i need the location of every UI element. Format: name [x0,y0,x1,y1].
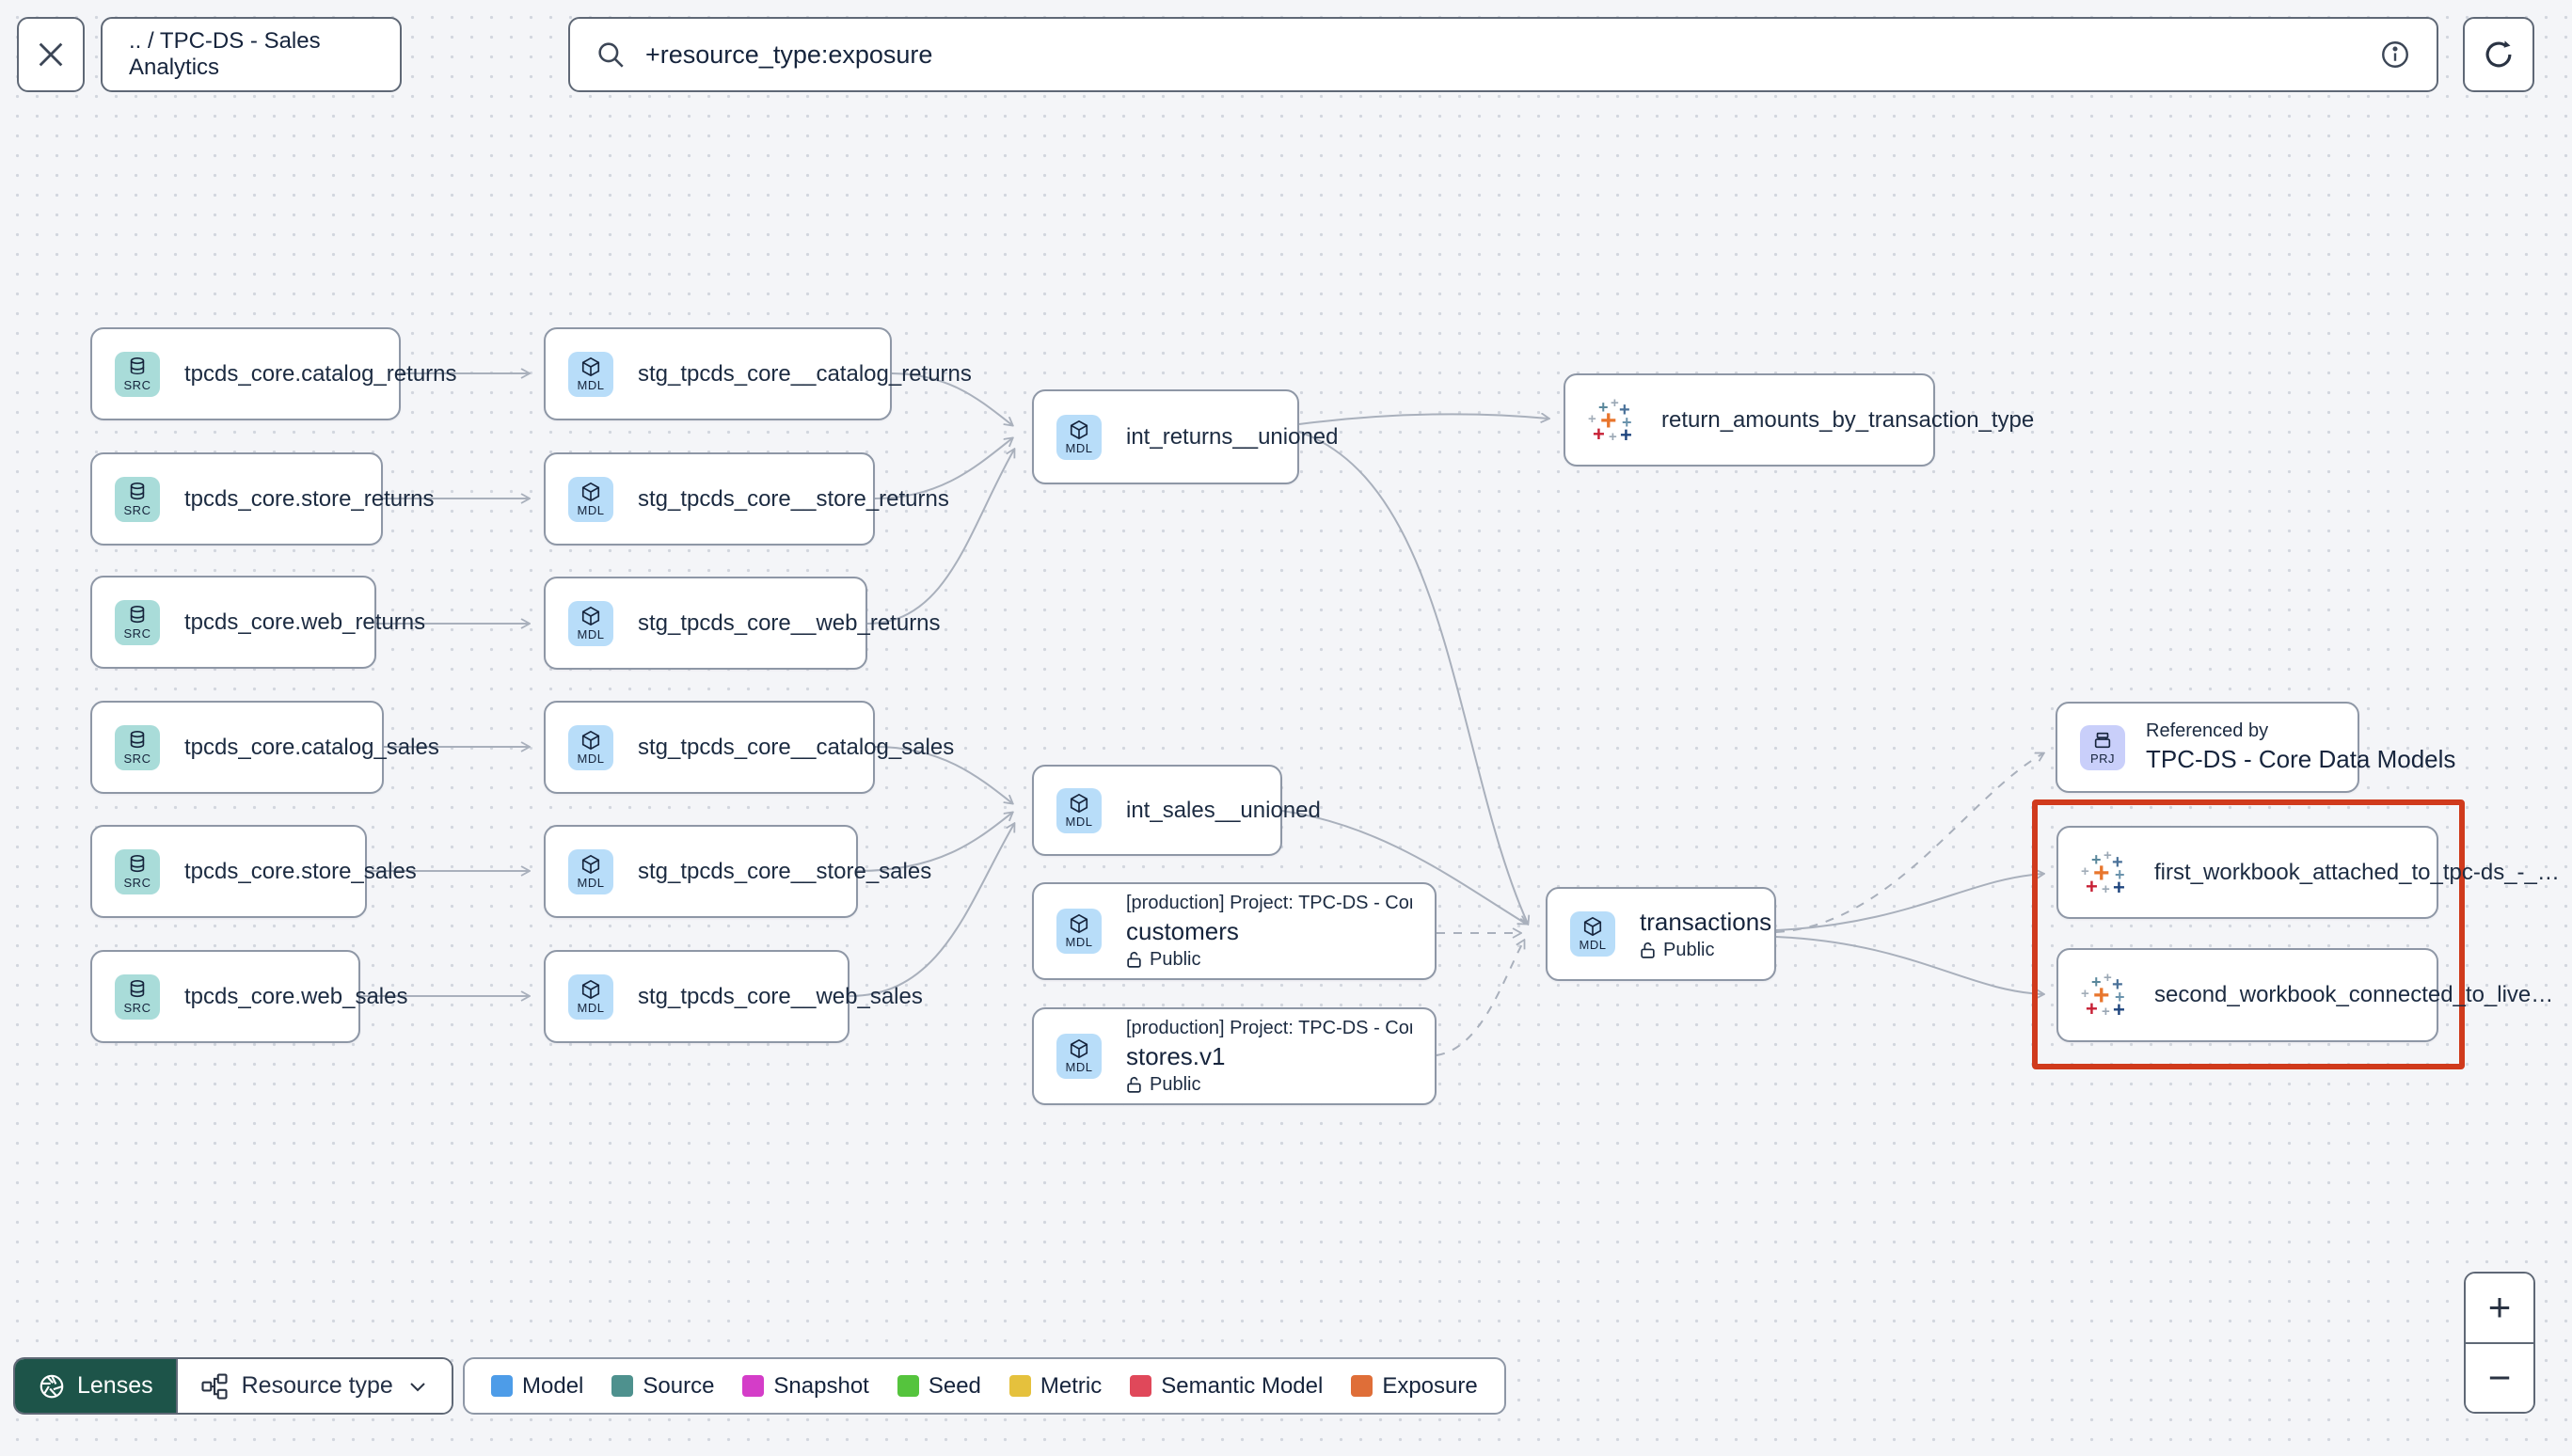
breadcrumb-label: .. / TPC-DS - Sales Analytics [129,28,321,80]
project-line: [production] Project: TPC-DS - Core Data… [1126,892,1412,913]
database-icon: SRC [115,848,160,894]
database-icon: SRC [115,724,160,770]
tableau-icon: + + + + + + + + + [1588,394,1632,447]
node-model-stores-v1[interactable]: MDL [production] Project: TPC-DS - Core … [1032,1007,1437,1105]
search-input[interactable] [643,39,2378,71]
node-exposure-first-workbook[interactable]: + + + + + + + + + first_workbook_attache… [2056,826,2560,919]
node-source-catalog-returns[interactable]: SRC tpcds_core.catalog_returns [90,327,457,420]
exposure-swatch [1351,1375,1373,1397]
node-model-stg-web-sales[interactable]: MDL stg_tpcds_core__web_sales [544,950,923,1043]
zoom-divider [2466,1341,2533,1344]
chevron-down-icon [410,1382,425,1391]
cube-icon: MDL [1056,787,1102,833]
cube-icon: MDL [1056,414,1102,460]
metric-swatch [1008,1375,1031,1397]
close-icon [39,42,63,67]
seed-swatch [897,1375,919,1397]
legend-item-semantic-model: Semantic Model [1130,1373,1323,1400]
database-icon: SRC [115,599,160,645]
database-icon: SRC [115,476,160,522]
model-name: stores.v1 [1126,1041,1226,1070]
node-model-stg-store-returns[interactable]: MDL stg_tpcds_core__store_returns [544,452,949,546]
breadcrumb[interactable]: .. / TPC-DS - Sales Analytics [101,17,402,92]
search-bar[interactable] [568,17,2438,92]
project-icon: PRJ [2080,724,2125,770]
node-source-store-sales[interactable]: SRC tpcds_core.store_sales [90,825,417,918]
database-icon: SRC [115,351,160,397]
search-icon [598,42,624,68]
node-model-stg-web-returns[interactable]: MDL stg_tpcds_core__web_returns [544,577,941,670]
node-model-int-sales-unioned[interactable]: MDL int_sales__unioned [1032,765,1321,856]
cube-icon: MDL [568,848,613,894]
refresh-button[interactable] [2463,17,2534,92]
info-icon[interactable] [2378,38,2412,71]
unlock-icon [1641,942,1655,958]
node-source-web-returns[interactable]: SRC tpcds_core.web_returns [90,576,425,669]
visibility-badge: Public [1640,940,1752,961]
unlock-icon [1127,1076,1141,1093]
legend-item-snapshot: Snapshot [742,1373,869,1400]
node-model-customers[interactable]: MDL [production] Project: TPC-DS - Core … [1032,882,1437,980]
legend-item-metric: Metric [1008,1373,1102,1400]
zoom-controls: + − [2464,1272,2535,1414]
cube-icon: MDL [568,600,613,646]
zoom-out-button[interactable]: − [2466,1343,2533,1412]
legend-item-source: Source [611,1373,714,1400]
lenses-button[interactable]: Lenses [15,1359,176,1413]
node-project-referenced-by[interactable]: PRJ Referenced by TPC-DS - Core Data Mod… [2056,702,2456,793]
model-swatch [491,1375,513,1397]
visibility-badge: Public [1126,1074,1412,1096]
legend-item-model: Model [491,1373,583,1400]
cube-icon: MDL [1056,1034,1102,1079]
node-model-stg-store-sales[interactable]: MDL stg_tpcds_core__store_sales [544,825,931,918]
resource-type-icon [201,1372,228,1400]
project-name: TPC-DS - Core Data Models [2146,745,2456,773]
project-line: [production] Project: TPC-DS - Core Data… [1126,1017,1412,1038]
legend-item-seed: Seed [897,1373,981,1400]
cube-icon: MDL [568,476,613,522]
refresh-icon [2485,40,2512,68]
node-source-store-returns[interactable]: SRC tpcds_core.store_returns [90,452,434,546]
aperture-icon [40,1374,64,1398]
tableau-icon: + + + + + + + + + [2081,970,2125,1021]
unlock-icon [1127,951,1141,968]
legend-item-exposure: Exposure [1351,1373,1478,1400]
cube-icon: MDL [568,973,613,1020]
legend: Model Source Snapshot Seed Metric Semant… [463,1357,1506,1415]
node-source-web-sales[interactable]: SRC tpcds_core.web_sales [90,950,407,1043]
node-exposure-return-amounts[interactable]: + + + + + + + + + return_amounts_by_tran… [1564,373,2034,467]
model-name: transactions [1640,907,1772,936]
node-exposure-second-workbook[interactable]: + + + + + + + + + second_workbook_connec… [2056,948,2553,1042]
node-model-stg-catalog-sales[interactable]: MDL stg_tpcds_core__catalog_sales [544,701,954,794]
referenced-by-label: Referenced by [2146,720,2269,741]
cube-icon: MDL [1570,911,1615,957]
zoom-in-button[interactable]: + [2466,1274,2533,1342]
node-model-stg-catalog-returns[interactable]: MDL stg_tpcds_core__catalog_returns [544,327,972,420]
node-model-transactions[interactable]: MDL transactions Public [1546,887,1776,981]
model-name: customers [1126,916,1239,945]
lenses-control: Lenses Resource type [13,1357,453,1415]
snapshot-swatch [742,1375,765,1397]
cube-icon: MDL [1056,909,1102,954]
semantic-model-swatch [1130,1375,1152,1397]
node-model-int-returns-unioned[interactable]: MDL int_returns__unioned [1032,389,1339,484]
selection-highlight [2032,799,2465,1069]
cube-icon: MDL [568,724,613,770]
source-swatch [611,1375,634,1397]
cube-icon: MDL [568,351,613,397]
database-icon: SRC [115,973,160,1020]
close-button[interactable] [17,17,85,92]
visibility-badge: Public [1126,949,1412,971]
tableau-icon: + + + + + + + + + [2081,847,2125,899]
resource-type-dropdown[interactable]: Resource type [175,1359,452,1413]
node-source-catalog-sales[interactable]: SRC tpcds_core.catalog_sales [90,701,439,794]
